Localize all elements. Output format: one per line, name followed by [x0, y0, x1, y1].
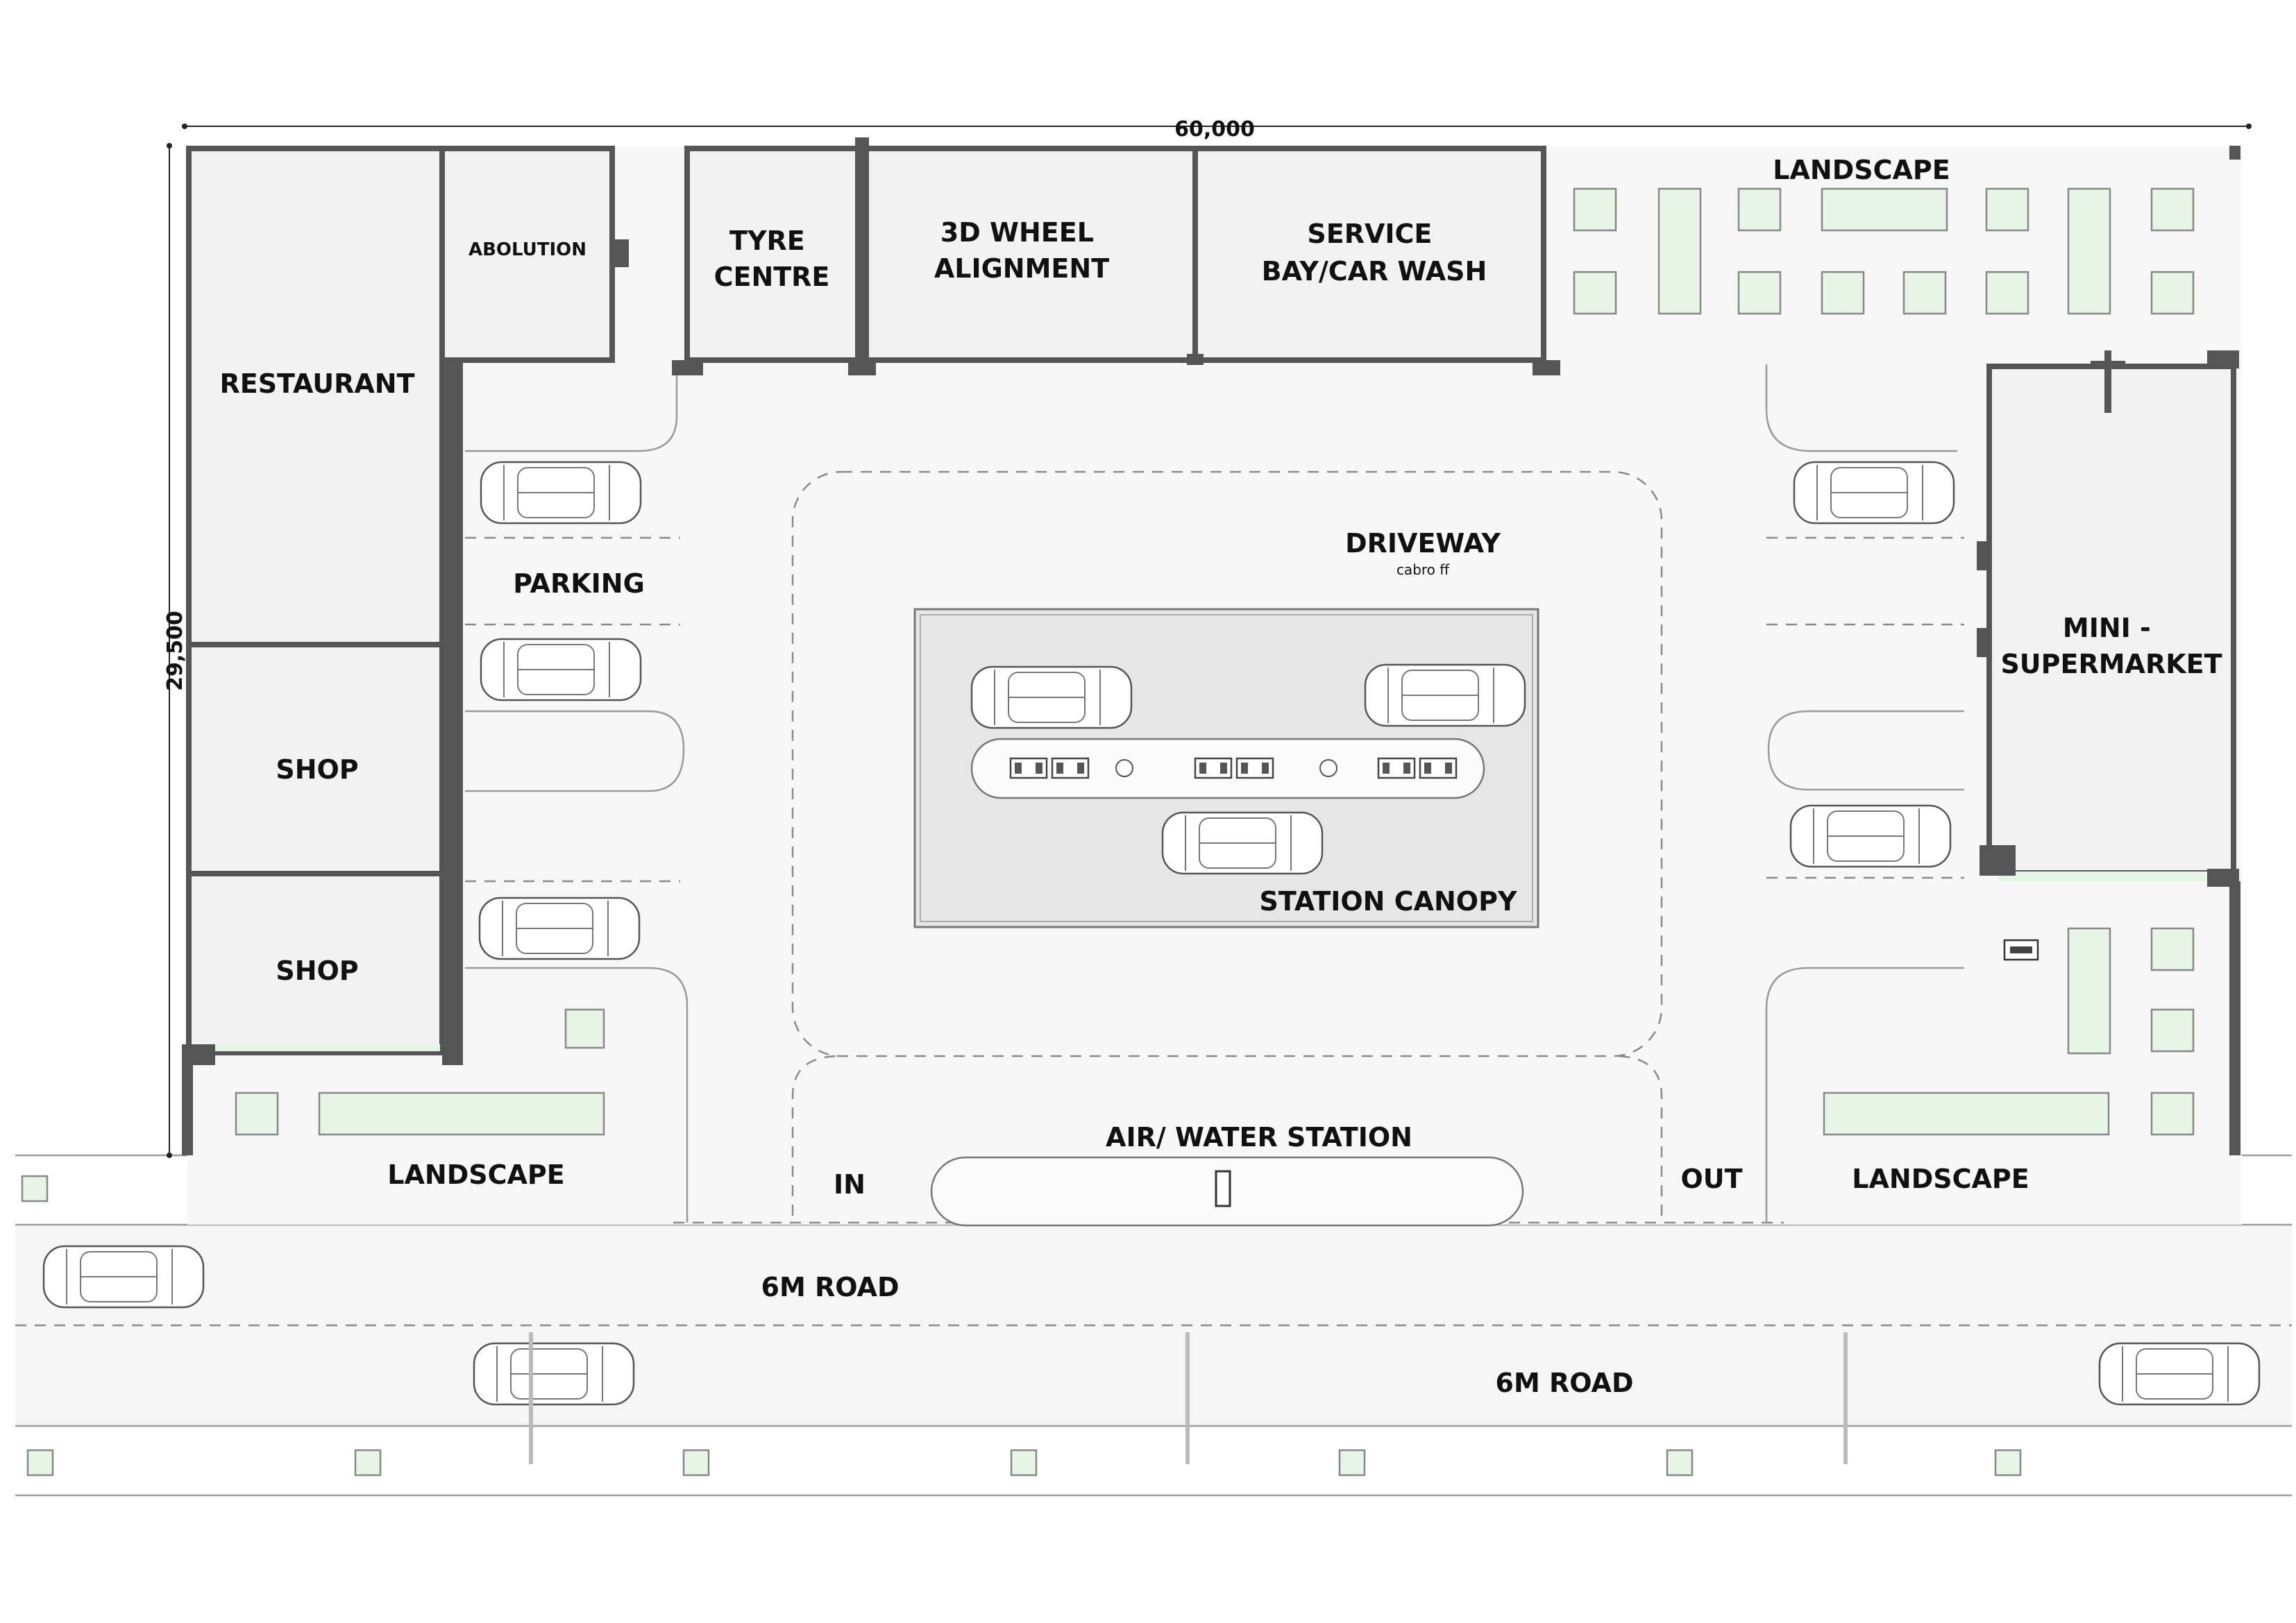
- shop-room-upper: [186, 642, 445, 876]
- air-water-island: [930, 939, 2039, 1227]
- tyre-centre-room: [684, 146, 863, 363]
- station-canopy: [913, 608, 1539, 928]
- abolution-room: [439, 146, 615, 363]
- tyre-centre-label: TYRE CENTRE: [714, 226, 830, 292]
- restaurant-room: [186, 146, 445, 647]
- road-posts: [529, 1332, 1848, 1464]
- exit-label: OUT: [1680, 1164, 1742, 1194]
- driveway-note: cabro ff: [1396, 561, 1450, 578]
- service-bay-label: SERVICE BAY/CAR WASH: [1262, 219, 1487, 287]
- parking-label: PARKING: [513, 568, 645, 599]
- service-bay-room: [1192, 146, 1546, 363]
- landscape-top-label: LANDSCAPE: [1773, 155, 1950, 185]
- mini-supermarket-room: [1986, 364, 2236, 876]
- dimension-height: 29,500: [163, 611, 187, 691]
- station-canopy-label: STATION CANOPY: [1260, 886, 1517, 917]
- dimension-lines: [167, 124, 2252, 1158]
- mini-supermarket-label: MINI - SUPERMARKET: [2000, 613, 2222, 679]
- wheel-alignment-label: 3D WHEEL ALIGNMENT: [934, 217, 1109, 284]
- road-area: [15, 1154, 2292, 1497]
- landscape-left-label: LANDSCAPE: [387, 1159, 564, 1190]
- road-lower-label: 6M ROAD: [1496, 1368, 1634, 1398]
- parking-right-edges: [1765, 364, 1964, 1223]
- driveway-label: DRIVEWAY: [1345, 528, 1501, 559]
- shop-label-upper: SHOP: [276, 754, 358, 785]
- north-building: [672, 137, 1560, 375]
- dimension-width: 60,000: [1174, 117, 1255, 142]
- shop-room-lower: [186, 871, 445, 1055]
- air-water-station-label: AIR/ WATER STATION: [1106, 1122, 1412, 1153]
- east-building: [1977, 146, 2240, 1155]
- west-building: [182, 146, 629, 1155]
- road-upper-label: 6M ROAD: [761, 1272, 900, 1302]
- restaurant-label: RESTAURANT: [219, 368, 414, 399]
- landscape-right-label: LANDSCAPE: [1852, 1164, 2029, 1194]
- entry-label: IN: [834, 1169, 866, 1200]
- parking-left-edges: [465, 361, 689, 1223]
- shop-label-lower: SHOP: [276, 955, 358, 986]
- abolution-label: ABOLUTION: [469, 239, 586, 260]
- wheel-alignment-room: [858, 146, 1198, 363]
